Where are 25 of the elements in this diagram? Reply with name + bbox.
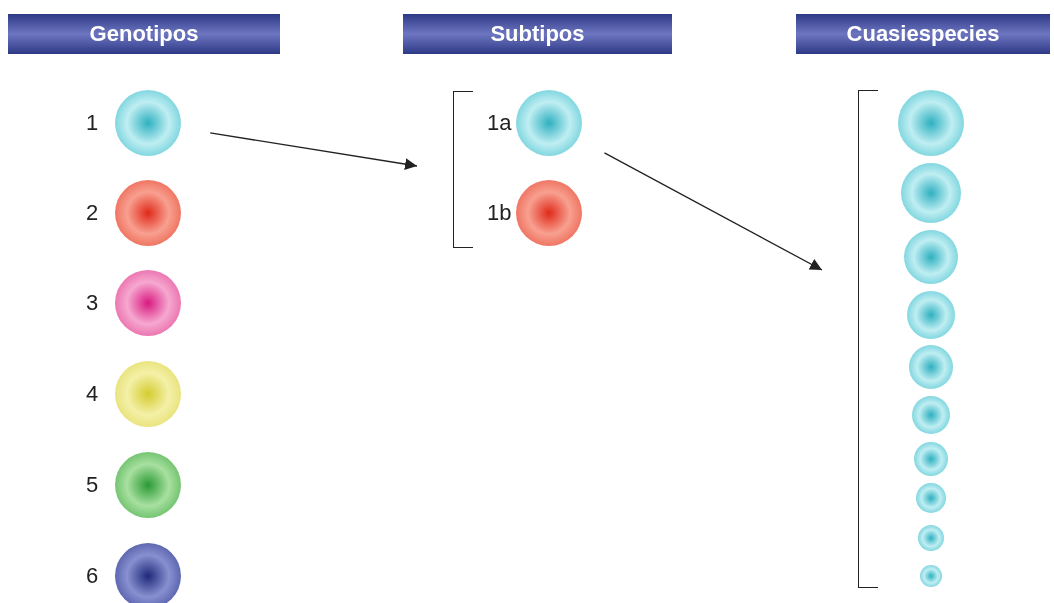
number-label: 6: [86, 563, 99, 589]
number-label: 5: [86, 472, 99, 498]
colored-circle: [909, 345, 953, 389]
colored-circle: [115, 543, 181, 603]
colored-circle: [920, 565, 942, 587]
colored-circle: [914, 442, 948, 476]
colored-circle: [916, 483, 946, 513]
header-banner: Genotipos: [8, 14, 280, 54]
number-label: 1b: [487, 200, 512, 226]
colored-circle: [907, 291, 955, 339]
arrow: [209, 132, 418, 171]
colored-circle: [912, 396, 950, 434]
arrow: [603, 152, 823, 271]
colored-circle: [904, 230, 958, 284]
colored-circle: [918, 525, 944, 551]
number-label: 2: [86, 200, 99, 226]
bracket: [858, 90, 878, 588]
header-banner: Subtipos: [403, 14, 672, 54]
bracket: [453, 91, 473, 248]
number-label: 3: [86, 290, 99, 316]
header-banner: Cuasiespecies: [796, 14, 1050, 54]
colored-circle: [901, 163, 961, 223]
number-label: 1a: [487, 110, 512, 136]
number-label: 4: [86, 381, 99, 407]
number-label: 1: [86, 110, 99, 136]
